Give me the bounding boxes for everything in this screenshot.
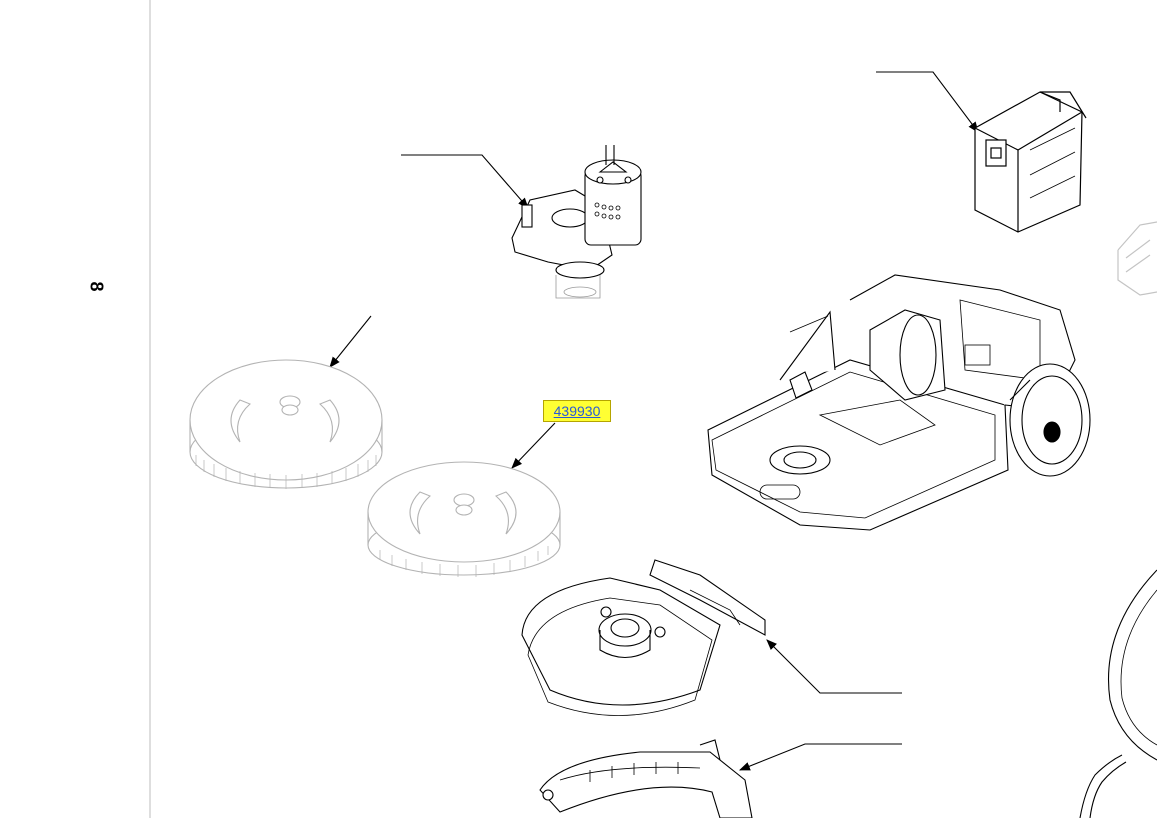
part-number-tag-439930[interactable]: 439930 bbox=[543, 400, 611, 422]
leader-line-bumper bbox=[738, 743, 902, 771]
cover-part-edge[interactable] bbox=[1107, 569, 1157, 761]
battery-pack-part[interactable] bbox=[974, 91, 1087, 233]
brush-motor-part[interactable] bbox=[511, 145, 642, 299]
leader-line-motor bbox=[401, 154, 529, 209]
ghosted-part-edge bbox=[1117, 221, 1157, 296]
leader-line-brush-1 bbox=[329, 315, 372, 368]
leader-line-battery bbox=[876, 71, 979, 133]
page-number: 8 bbox=[86, 281, 107, 292]
chassis-part[interactable] bbox=[707, 274, 1091, 531]
bumper-ring-part[interactable] bbox=[539, 739, 753, 819]
brush-deck-part[interactable] bbox=[521, 559, 766, 716]
brush-disc-part[interactable] bbox=[189, 359, 383, 489]
hose-part bbox=[1079, 754, 1127, 819]
leader-line-brush-2 bbox=[511, 422, 556, 469]
brush-disc-439930-part[interactable] bbox=[367, 461, 561, 577]
leader-line-deck bbox=[766, 639, 902, 694]
leader-lines bbox=[329, 71, 979, 771]
